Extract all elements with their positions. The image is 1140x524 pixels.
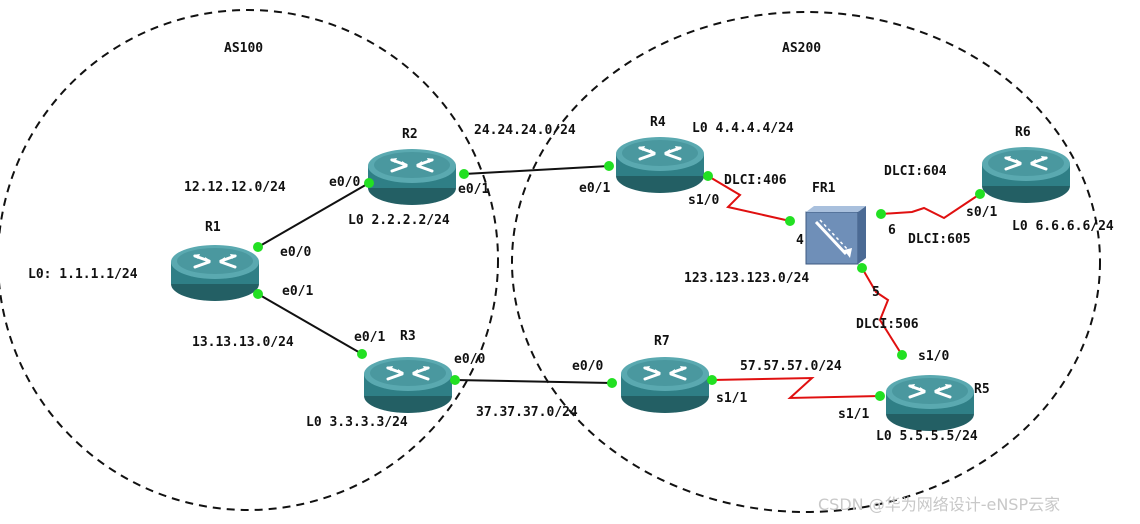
iface-r4-e01: e0/1 [579, 181, 610, 196]
port-dot[interactable] [707, 375, 717, 385]
as200-boundary [511, 11, 1101, 513]
loopback-r3: L0 3.3.3.3/24 [306, 415, 408, 430]
port-dots [253, 161, 985, 401]
router-icon [614, 135, 706, 195]
iface-r6-s01: s0/1 [966, 205, 997, 220]
device-name-r1: R1 [205, 220, 221, 235]
router-icon [619, 355, 711, 415]
fr-port-4: 4 [796, 233, 804, 248]
port-dot[interactable] [897, 350, 907, 360]
port-dot[interactable] [459, 169, 469, 179]
device-name-r4: R4 [650, 115, 666, 130]
subnet-r2-r4: 24.24.24.0/24 [474, 123, 576, 138]
device-name-r5: R5 [974, 382, 990, 397]
loopback-r5: L0 5.5.5.5/24 [876, 429, 978, 444]
loopback-r1: L0: 1.1.1.1/24 [28, 267, 138, 282]
fr-port-5: 5 [872, 285, 880, 300]
link-fr1-r6 [880, 193, 981, 220]
iface-r1-e00: e0/0 [280, 245, 311, 260]
iface-r3-e01: e0/1 [354, 330, 385, 345]
port-dot[interactable] [785, 216, 795, 226]
port-dot[interactable] [857, 263, 867, 273]
port-dot[interactable] [364, 178, 374, 188]
iface-r5-s11: s1/1 [838, 407, 869, 422]
iface-r2-e00: e0/0 [329, 175, 360, 190]
frame-relay-switch-fr1[interactable] [805, 206, 866, 265]
router-r5[interactable] [884, 373, 976, 433]
subnet-r1-r2: 12.12.12.0/24 [184, 180, 286, 195]
router-icon [169, 243, 261, 303]
dlci-406: DLCI:406 [724, 173, 787, 188]
port-dot[interactable] [450, 375, 460, 385]
router-icon [366, 147, 458, 207]
subnet-fr-cloud: 123.123.123.0/24 [684, 271, 809, 286]
port-dot[interactable] [703, 171, 713, 181]
port-dot[interactable] [253, 242, 263, 252]
as100-label: AS100 [224, 41, 263, 56]
dlci-506: DLCI:506 [856, 317, 919, 332]
subnet-r7-r5: 57.57.57.0/24 [740, 359, 842, 374]
watermark: CSDN @华为网络设计-eNSP云家 [818, 495, 1060, 514]
loopback-r2: L0 2.2.2.2/24 [348, 213, 450, 228]
link-r7-r5 [711, 376, 881, 400]
port-dot[interactable] [607, 378, 617, 388]
iface-r4-s10: s1/0 [688, 193, 719, 208]
iface-r7-s11: s1/1 [716, 391, 747, 406]
port-dot[interactable] [253, 289, 263, 299]
iface-r1-e01: e0/1 [282, 284, 313, 299]
link-r1-r2 [257, 182, 370, 248]
link-r1-r3 [257, 293, 363, 355]
frame-relay-switch-icon [805, 206, 866, 265]
device-name-r3: R3 [400, 329, 416, 344]
router-icon [884, 373, 976, 433]
link-r2-r4 [463, 165, 610, 175]
link-fr1-r5 [861, 267, 903, 356]
link-r3-r7 [454, 379, 613, 384]
device-name-fr1: FR1 [812, 181, 836, 196]
router-r4[interactable] [614, 135, 706, 195]
as200-label: AS200 [782, 41, 821, 56]
loopback-r6: L0 6.6.6.6/24 [1012, 219, 1114, 234]
router-r6[interactable] [980, 145, 1072, 205]
router-icon [362, 355, 454, 415]
port-dot[interactable] [357, 349, 367, 359]
as100-boundary [0, 9, 499, 511]
router-icon [980, 145, 1072, 205]
iface-r3-e00: e0/0 [454, 352, 485, 367]
port-dot[interactable] [975, 189, 985, 199]
dlci-605: DLCI:605 [908, 232, 971, 247]
device-name-r6: R6 [1015, 125, 1031, 140]
iface-r2-e01: e0/1 [458, 182, 489, 197]
port-dot[interactable] [876, 209, 886, 219]
iface-r5-s10: s1/0 [918, 349, 949, 364]
router-r2[interactable] [366, 147, 458, 207]
subnet-r1-r3: 13.13.13.0/24 [192, 335, 294, 350]
router-r1[interactable] [169, 243, 261, 303]
loopback-r4: L0 4.4.4.4/24 [692, 121, 794, 136]
device-name-r2: R2 [402, 127, 418, 142]
fr-port-6: 6 [888, 223, 896, 238]
port-dot[interactable] [875, 391, 885, 401]
link-r4-fr1 [707, 175, 791, 222]
port-dot[interactable] [604, 161, 614, 171]
subnet-r3-r7: 37.37.37.0/24 [476, 405, 578, 420]
dlci-604: DLCI:604 [884, 164, 947, 179]
iface-r7-e00: e0/0 [572, 359, 603, 374]
device-name-r7: R7 [654, 334, 670, 349]
router-r7[interactable] [619, 355, 711, 415]
router-r3[interactable] [362, 355, 454, 415]
